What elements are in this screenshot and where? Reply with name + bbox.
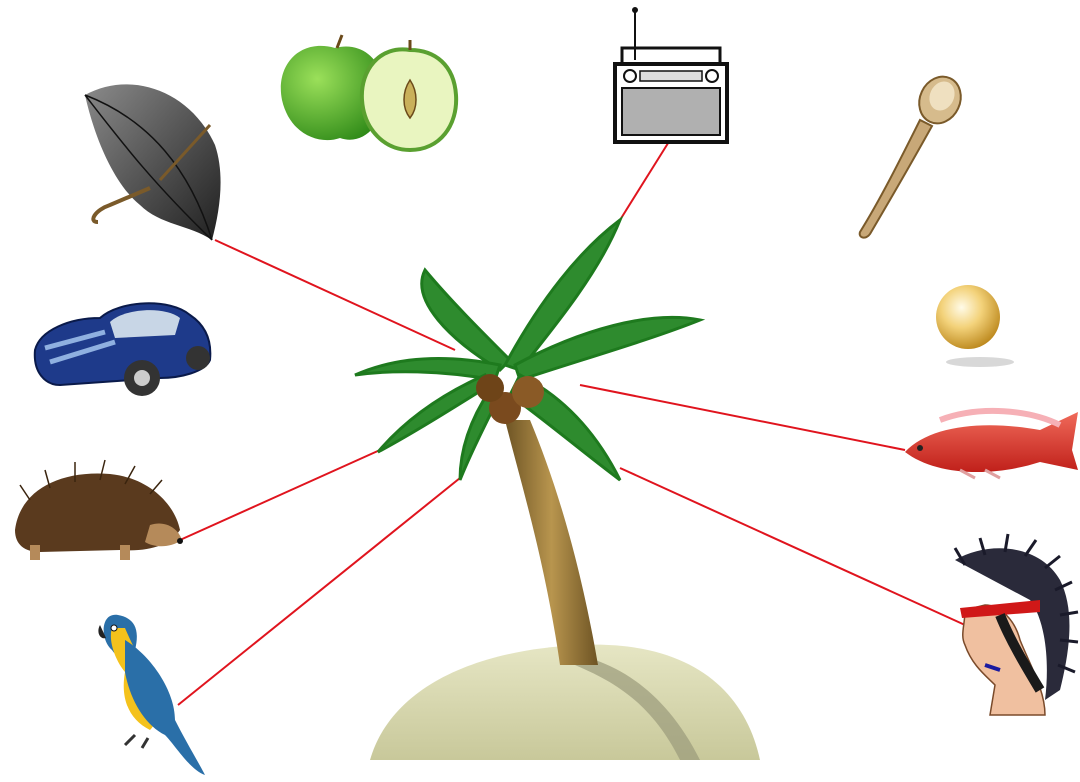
palm-trunk <box>505 420 598 665</box>
link-line-fish <box>580 385 905 450</box>
native-chief-icon[interactable] <box>955 534 1078 715</box>
car-icon[interactable] <box>35 303 211 396</box>
hedgehog-icon[interactable] <box>15 460 183 560</box>
link-line-parrot <box>178 478 460 705</box>
fish-icon[interactable] <box>905 411 1078 478</box>
apple-icon[interactable] <box>281 35 456 150</box>
link-line-hedgehog <box>180 450 380 540</box>
umbrella-icon[interactable] <box>85 84 221 240</box>
link-line-chief <box>620 468 965 625</box>
spoon-icon[interactable] <box>860 70 969 238</box>
link-line-umbrella <box>215 240 455 350</box>
palm-tree-island <box>355 220 760 760</box>
pearl-icon[interactable] <box>936 285 1014 367</box>
link-line-radio <box>620 140 670 220</box>
radio-icon[interactable] <box>615 7 727 142</box>
